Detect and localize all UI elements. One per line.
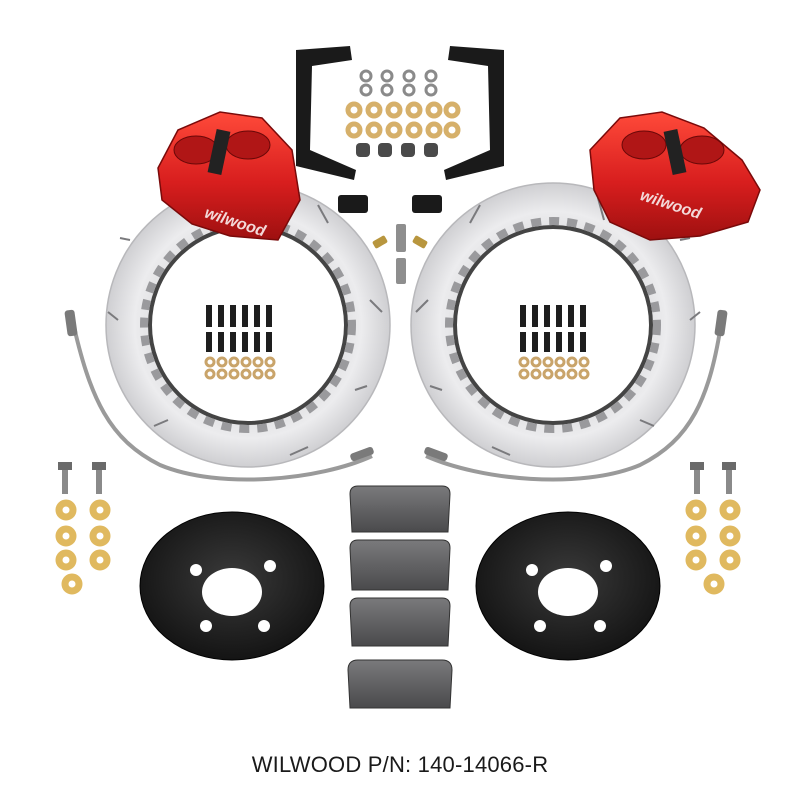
brake-pads [347,485,453,709]
left-caliper: wilwood [157,111,301,241]
part-number-caption: WILWOOD P/N: 140-14066-R [251,752,549,777]
right-side-hardware [685,462,741,595]
right-rotor-hat [475,511,661,661]
left-side-hardware [55,462,111,595]
right-brake-hose [424,309,728,482]
left-brake-hose [64,309,374,482]
right-rotor-hardware [518,305,590,380]
right-caliper: wilwood [589,111,761,241]
left-mounting-bracket [296,46,368,213]
center-hardware [345,69,461,284]
left-rotor-hardware [204,305,276,380]
left-rotor-hat [139,511,325,661]
right-rotor [410,182,701,468]
right-mounting-bracket [412,46,504,213]
